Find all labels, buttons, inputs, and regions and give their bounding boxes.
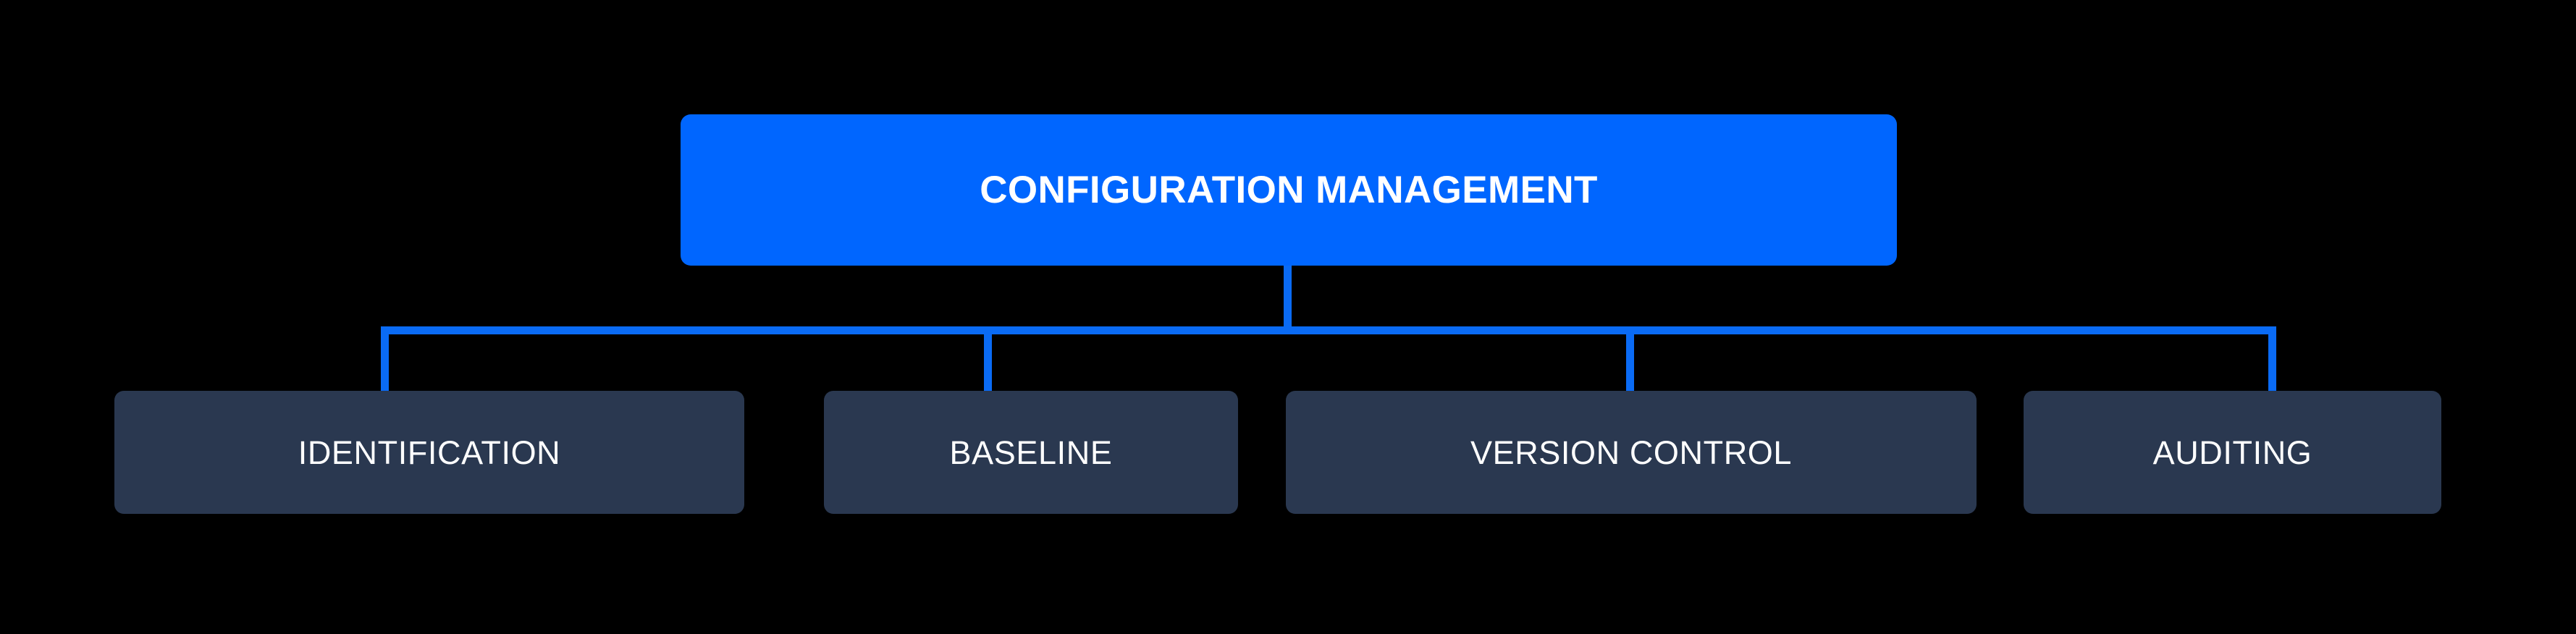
connector-horizontal-bus bbox=[384, 326, 2276, 334]
connector-drop-version-control bbox=[1626, 326, 1634, 392]
child-node-baseline[interactable]: BASELINE bbox=[824, 391, 1238, 514]
root-node-configuration-management[interactable]: CONFIGURATION MANAGEMENT bbox=[681, 114, 1897, 266]
child-node-version-control[interactable]: VERSION CONTROL bbox=[1286, 391, 1977, 514]
root-node-label: CONFIGURATION MANAGEMENT bbox=[980, 169, 1598, 211]
child-node-auditing[interactable]: AUDITING bbox=[2024, 391, 2441, 514]
connector-drop-baseline bbox=[984, 326, 992, 392]
child-node-label-version-control: VERSION CONTROL bbox=[1470, 434, 1793, 471]
connector-drop-auditing bbox=[2268, 326, 2276, 392]
child-node-label-identification: IDENTIFICATION bbox=[298, 434, 561, 471]
connector-stem-root-to-bus bbox=[1284, 266, 1292, 332]
connector-drop-identification bbox=[381, 326, 389, 392]
child-node-identification[interactable]: IDENTIFICATION bbox=[114, 391, 744, 514]
child-node-label-baseline: BASELINE bbox=[949, 434, 1113, 471]
child-node-label-auditing: AUDITING bbox=[2152, 434, 2312, 471]
